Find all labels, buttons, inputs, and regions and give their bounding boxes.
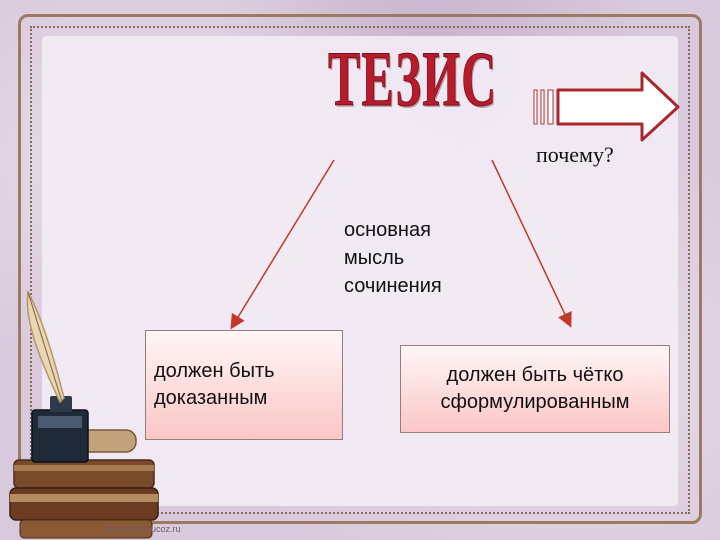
requirement-box-formulated: должен быть чётко сформулированным <box>400 345 670 433</box>
box-line: должен быть <box>154 360 275 382</box>
box-line: доказанным <box>154 387 268 409</box>
watermark: elenaranko.ucoz.ru <box>104 524 181 534</box>
box-line: сформулированным <box>440 391 630 413</box>
quill-inkwell-books-illustration <box>9 289 159 539</box>
thesis-definition: основная мысль сочинения <box>344 216 494 300</box>
arrow-label: почему? <box>536 142 614 167</box>
box-line: должен быть чётко <box>446 364 624 386</box>
definition-line: мысль <box>344 247 405 269</box>
definition-line: основная <box>344 219 431 241</box>
page-title: ТЕЗИС <box>328 35 498 122</box>
decorative-frame-inner <box>30 26 690 514</box>
decorative-frame-outer <box>18 14 702 524</box>
definition-line: сочинения <box>344 275 442 297</box>
requirement-box-proven: должен быть доказанным <box>145 330 343 440</box>
right-arrow-icon <box>533 71 680 142</box>
